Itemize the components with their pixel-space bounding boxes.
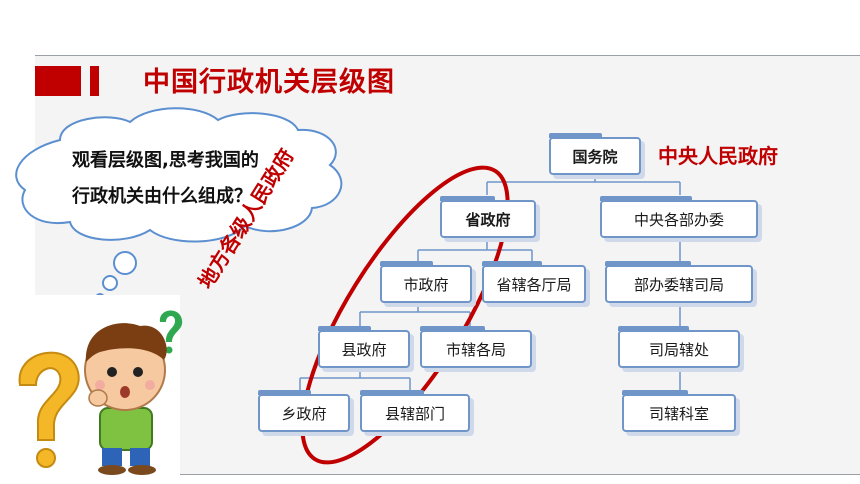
connector-lines — [299, 175, 681, 390]
node-ministry-bureaus: 部办委辖司局 — [605, 261, 753, 303]
node-province-depts: 省辖各厅局 — [482, 261, 586, 303]
node-city: 市政府 — [380, 261, 472, 303]
title-marker-icon — [35, 66, 81, 96]
node-city-depts: 市辖各局 — [420, 326, 532, 368]
node-county-depts: 县辖部门 — [360, 390, 470, 432]
node-state-council: 国务院 — [549, 133, 641, 175]
node-township: 乡政府 — [258, 390, 350, 432]
question-line-2: 行政机关由什么组成？ — [72, 186, 252, 207]
question-line-1: 观看层级图,思考我国的 — [72, 150, 259, 171]
page-title: 中国行政机关层级图 — [143, 67, 395, 98]
node-office-sections: 司辖科室 — [622, 390, 736, 432]
title-marker-small-icon — [90, 66, 99, 96]
thinking-boy-icon — [0, 295, 183, 475]
node-bureau-offices: 司局辖处 — [618, 326, 740, 368]
central-government-label: 中央人民政府 — [658, 144, 778, 168]
node-ministries: 中央各部办委 — [600, 196, 758, 238]
node-province: 省政府 — [440, 196, 536, 238]
node-county: 县政府 — [318, 326, 410, 368]
